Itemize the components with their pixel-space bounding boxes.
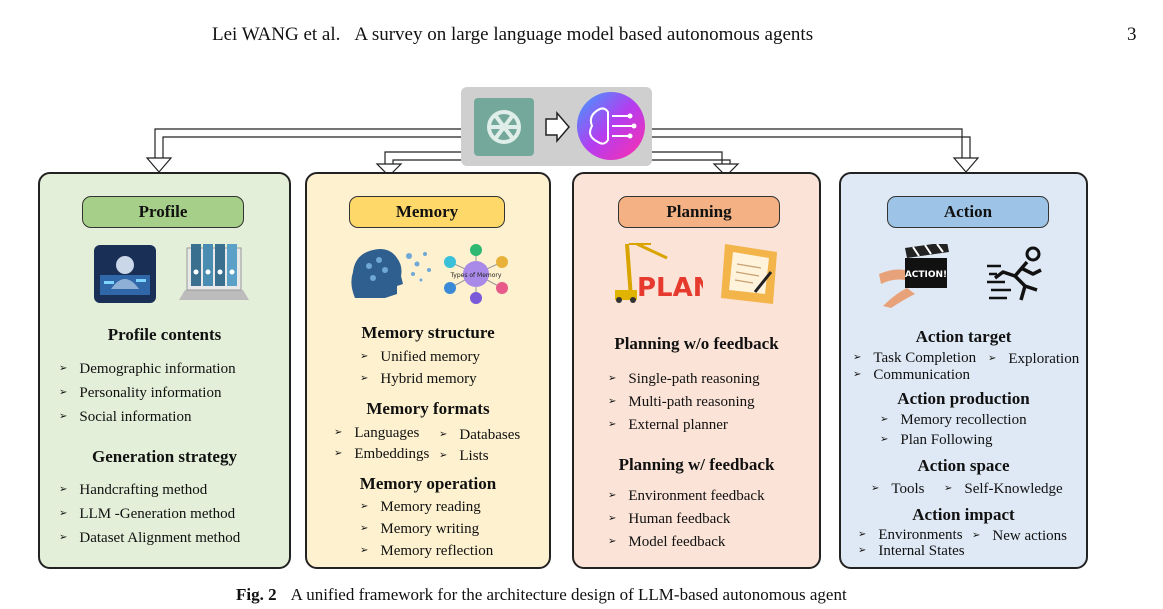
memory-structure-heading: Memory structure — [361, 323, 495, 342]
types-of-memory-label: Types of Memory — [450, 272, 502, 279]
planning-wo-feedback-heading: Planning w/o feedback — [614, 334, 779, 353]
planning-w-feedback-item: Human feedback — [608, 511, 730, 528]
generation-item: Handcrafting method — [59, 482, 207, 499]
memory-operation-item: Memory writing — [360, 521, 479, 538]
action-production-item: Memory recollection — [880, 412, 1026, 429]
generation-item: Dataset Alignment method — [59, 530, 240, 547]
planning-w-feedback-item: Environment feedback — [608, 488, 764, 505]
generation-item: LLM -Generation method — [59, 506, 235, 523]
paper-pencil-icon — [721, 244, 777, 304]
action-target-item: Exploration — [988, 351, 1079, 368]
figure-caption-label: Fig. 2 — [236, 585, 277, 604]
brain-head-icon — [351, 249, 431, 298]
clapper-text: ACTION! — [905, 270, 947, 280]
memory-format-item: Lists — [439, 448, 488, 465]
profile-module-panel: Profile Profile contents Demographic inf… — [38, 172, 291, 569]
action-space-item: Self-Knowledge — [944, 481, 1062, 498]
binders-laptop-icon — [179, 244, 249, 300]
planning-w-feedback-heading: Planning w/ feedback — [618, 455, 775, 474]
action-production-item: Plan Following — [880, 432, 992, 449]
memory-module-panel: Memory Types of Memory Memory structure … — [305, 172, 551, 569]
planning-wo-feedback-item: External planner — [608, 417, 728, 434]
action-space-item: Tools — [871, 481, 924, 498]
profile-item: Social information — [59, 409, 191, 426]
clapperboard-icon: ACTION! — [879, 244, 949, 308]
running-head: Lei WANG et al. A survey on large languag… — [212, 24, 813, 46]
planning-w-feedback-item: Model feedback — [608, 534, 725, 551]
action-module-panel: Action ACTION! Action target Task Comple… — [839, 172, 1088, 569]
profile-contents-heading: Profile contents — [107, 325, 222, 344]
action-production-heading: Action production — [897, 389, 1030, 408]
planning-wo-feedback-item: Multi-path reasoning — [608, 394, 754, 411]
memory-operation-heading: Memory operation — [359, 474, 497, 493]
header-authors: Lei WANG et al. — [212, 24, 341, 45]
page-number: 3 — [1127, 24, 1137, 45]
memory-title: Memory — [349, 196, 505, 228]
memory-format-item: Databases — [439, 427, 520, 444]
types-of-memory-diagram: Types of Memory — [444, 244, 508, 304]
generation-strategy-heading: Generation strategy — [92, 447, 237, 466]
profile-title: Profile — [82, 196, 244, 228]
planning-wo-feedback-item: Single-path reasoning — [608, 371, 759, 388]
figure-caption-text: A unified framework for the architecture… — [290, 585, 847, 604]
figure-caption: Fig. 2 A unified framework for the archit… — [236, 585, 847, 605]
header-title: A survey on large language model based a… — [354, 24, 814, 45]
arrow-heads — [145, 157, 980, 175]
memory-operation-item: Memory reflection — [360, 543, 493, 560]
memory-format-item: Embeddings — [334, 446, 429, 463]
memory-structure-item: Unified memory — [360, 349, 480, 366]
action-target-heading: Action target — [915, 327, 1012, 346]
action-title: Action — [887, 196, 1049, 228]
profile-item: Demographic information — [59, 361, 235, 378]
person-hologram-icon — [94, 245, 156, 303]
planning-title: Planning — [618, 196, 780, 228]
memory-structure-item: Hybrid memory — [360, 371, 476, 388]
action-impact-heading: Action impact — [912, 505, 1015, 524]
action-impact-item: New actions — [972, 528, 1067, 545]
planning-module-panel: Planning PLAN Planning w/o feedback Sing… — [572, 172, 821, 569]
profile-item: Personality information — [59, 385, 221, 402]
action-impact-item: Internal States — [858, 543, 964, 560]
action-target-item: Communication — [853, 367, 970, 384]
running-person-icon — [987, 246, 1042, 301]
ai-brain-icon — [577, 92, 645, 160]
figure-top-connector — [145, 87, 980, 175]
action-space-heading: Action space — [917, 456, 1010, 475]
memory-format-item: Languages — [334, 425, 419, 442]
memory-formats-heading: Memory formats — [366, 399, 490, 418]
memory-operation-item: Memory reading — [360, 499, 480, 516]
plan-sign-text: PLAN — [637, 273, 703, 303]
crane-plan-icon: PLAN — [615, 242, 703, 303]
right-arrow-icon — [545, 110, 570, 144]
action-impact-item: Environments — [858, 527, 962, 544]
action-target-item: Task Completion — [853, 350, 976, 367]
